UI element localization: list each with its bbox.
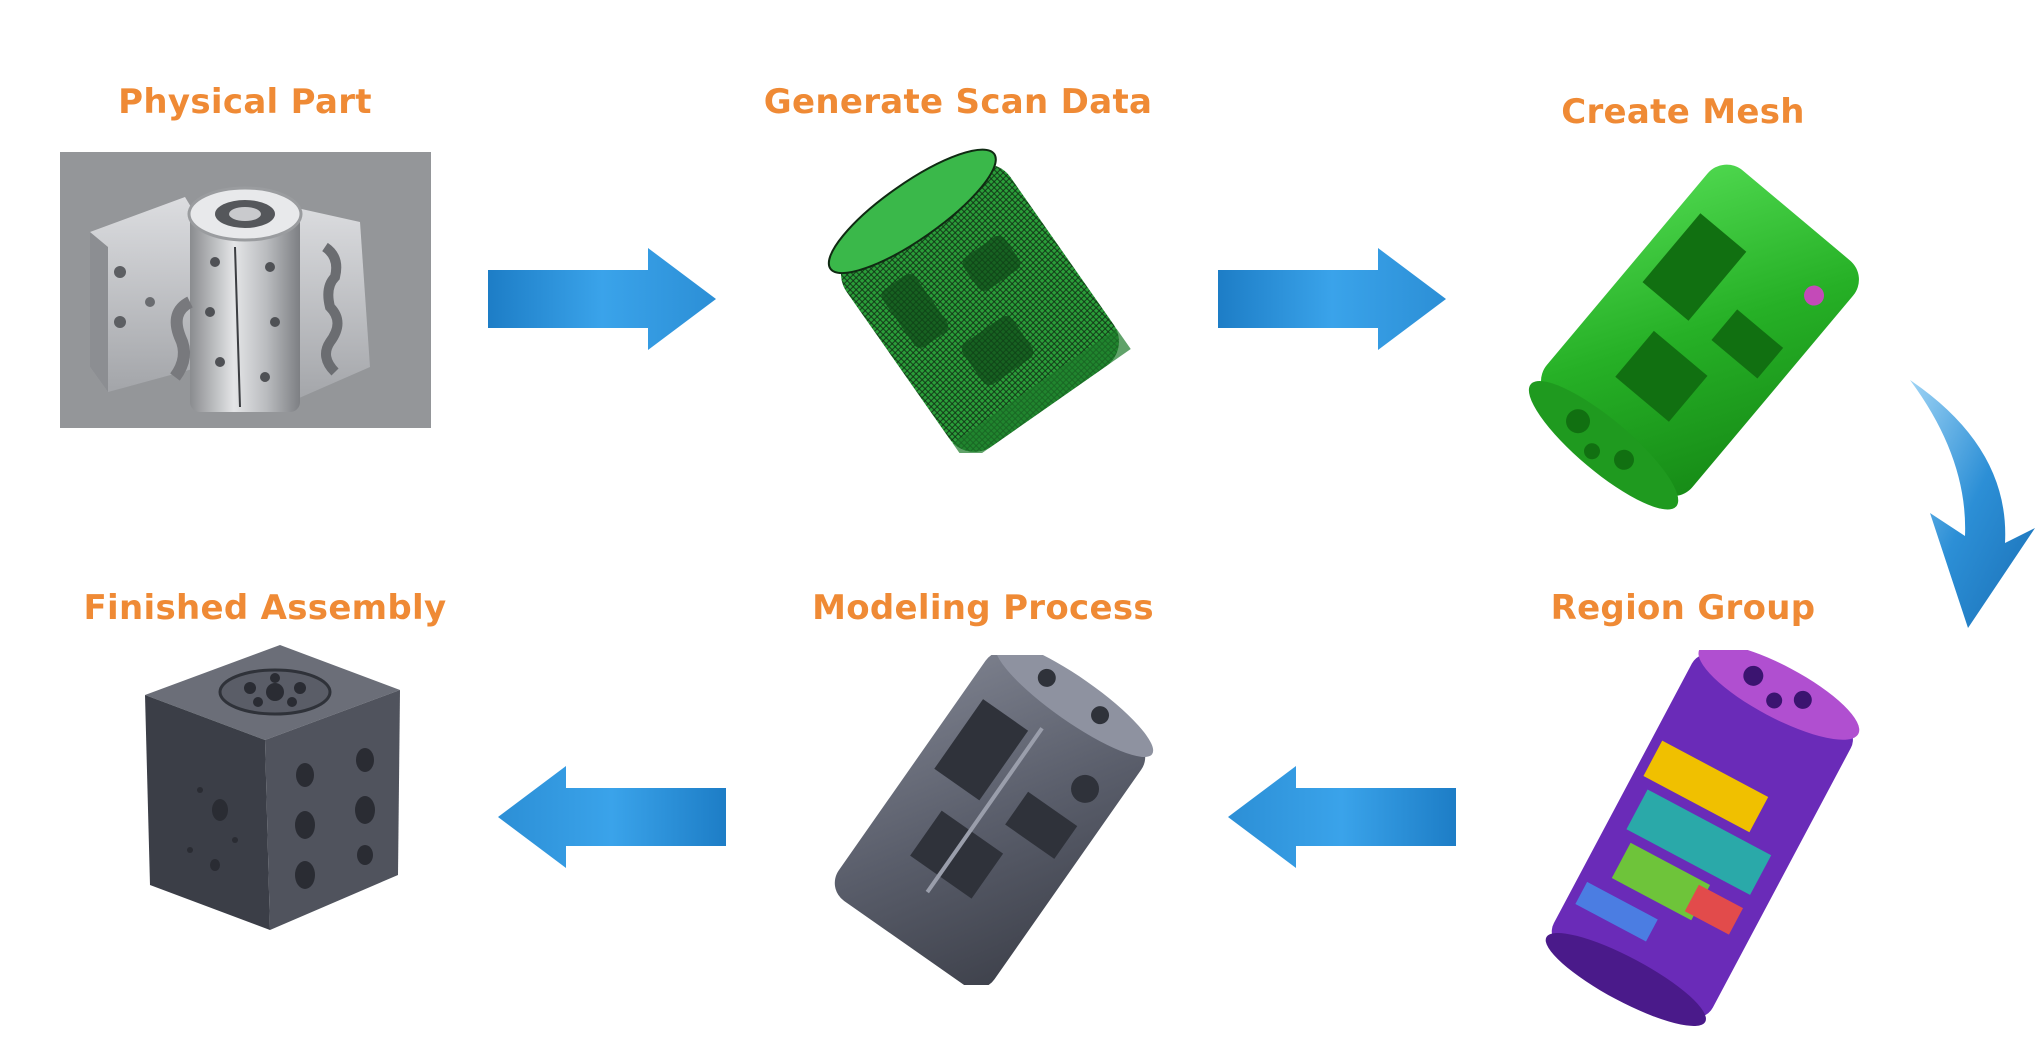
finished-assembly-image — [140, 640, 405, 940]
step-title-physical-part: Physical Part — [118, 82, 372, 122]
arrow-right-icon — [488, 248, 716, 350]
mesh-image — [1520, 160, 1875, 515]
scan-data-image — [820, 148, 1140, 453]
modeling-process-image — [820, 655, 1160, 985]
region-group-image — [1520, 650, 1880, 1030]
arrow-right-icon — [1218, 248, 1446, 350]
step-title-finished-assembly: Finished Assembly — [83, 588, 447, 628]
arrow-curved-down-icon — [1890, 378, 2040, 633]
arrow-left-icon — [498, 766, 726, 868]
step-title-modeling-process: Modeling Process — [812, 588, 1154, 628]
step-title-create-mesh: Create Mesh — [1561, 92, 1805, 132]
step-title-generate-scan-data: Generate Scan Data — [763, 82, 1153, 122]
arrow-left-icon — [1228, 766, 1456, 868]
physical-part-photo — [60, 152, 431, 428]
step-title-region-group: Region Group — [1550, 588, 1816, 628]
